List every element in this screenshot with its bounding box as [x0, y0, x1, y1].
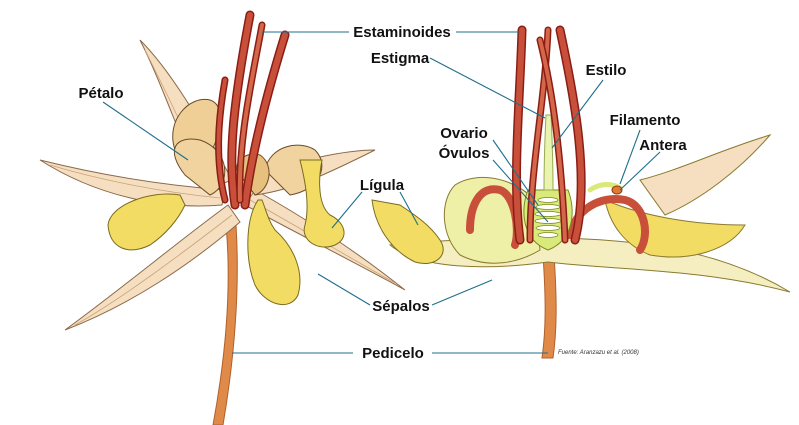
label-estigma: Estigma [371, 50, 430, 67]
leader-ligula-left [332, 192, 362, 228]
label-sepalos: Sépalos [372, 298, 430, 315]
right-flower [372, 30, 790, 358]
left-flower [40, 15, 405, 425]
right-stamen [590, 184, 622, 194]
label-estilo: Estilo [586, 62, 627, 79]
leader-estigma [430, 58, 545, 118]
right-ligula [372, 200, 443, 263]
label-ovulos: Óvulos [439, 144, 490, 162]
label-ligula: Lígula [360, 177, 405, 194]
label-petalo: Pétalo [78, 85, 123, 102]
label-estaminoides: Estaminoides [353, 24, 451, 41]
label-ovario: Ovario [440, 125, 488, 142]
leader-filamento [620, 130, 640, 184]
leader-sepalos-left [318, 274, 370, 305]
label-filamento: Filamento [610, 112, 681, 129]
label-pedicelo: Pedicelo [362, 345, 424, 362]
right-style [544, 115, 553, 190]
label-antera: Antera [639, 137, 687, 154]
left-pedicel [213, 225, 237, 425]
right-pedicel [542, 255, 556, 358]
leader-sepalos-right [432, 280, 492, 305]
source-note: Fuente: Aranzazu et al. (2008) [558, 350, 639, 356]
